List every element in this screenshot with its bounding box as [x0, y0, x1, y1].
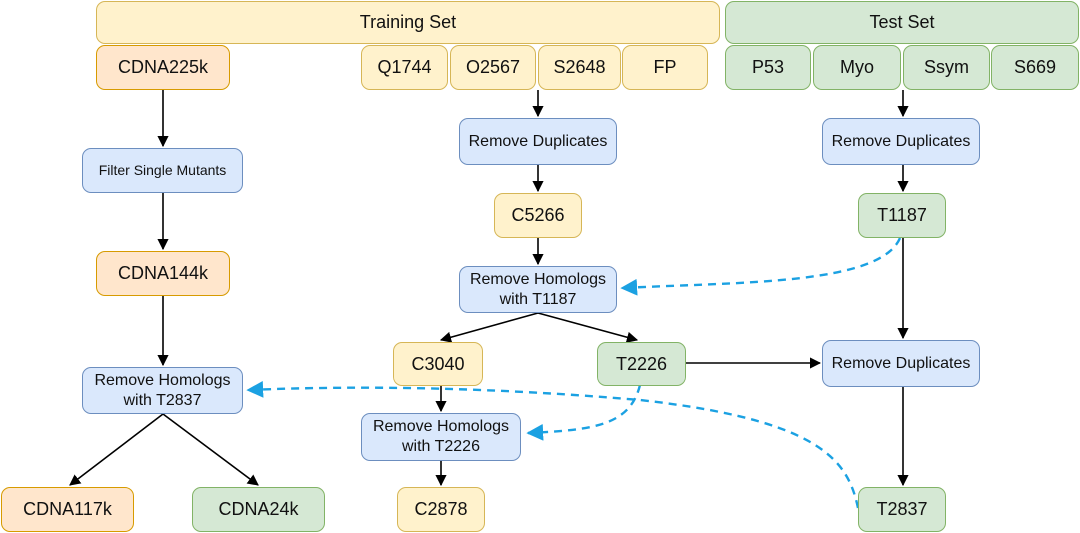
dataset-o2567: O2567	[450, 45, 536, 90]
test-set-header: Test Set	[725, 1, 1079, 44]
dataset-myo: Myo	[813, 45, 901, 90]
dataset-c2878: C2878	[397, 487, 485, 532]
step-label-line2: with T2837	[123, 391, 202, 409]
dataset-c5266: C5266	[494, 193, 582, 238]
dataset-q1744: Q1744	[361, 45, 448, 90]
edge-homologs-cdna117k	[69, 413, 164, 486]
dataset-t2226: T2226	[597, 342, 686, 386]
dataset-cdna24k: CDNA24k	[192, 487, 325, 532]
dataset-c3040: C3040	[393, 342, 483, 386]
dashed-link-t1187-homologs	[620, 237, 902, 296]
dataset-fp: FP	[622, 45, 708, 90]
dataset-s2648: S2648	[538, 45, 621, 90]
step-remove-duplicates-train: Remove Duplicates	[459, 118, 617, 165]
edge-homologs-c3040	[439, 312, 539, 343]
step-remove-homologs-t1187: Remove Homologs with T1187	[459, 266, 617, 313]
dataset-cdna144k: CDNA144k	[96, 251, 230, 296]
edge-homologs-t2226	[537, 312, 639, 343]
dataset-cdna117k: CDNA117k	[1, 487, 134, 532]
edge-homologs-cdna24k	[162, 413, 259, 486]
dataset-cdna225k: CDNA225k	[96, 45, 230, 90]
step-label-line1: Remove Homologs	[469, 270, 607, 288]
dataset-t1187: T1187	[858, 193, 946, 238]
dashed-link-t2837-homologs	[246, 380, 860, 509]
step-remove-duplicates-test: Remove Duplicates	[822, 118, 980, 165]
step-label-line2: with T1187	[499, 290, 577, 308]
dataset-t2837: T2837	[858, 487, 946, 532]
step-remove-homologs-t2226: Remove Homologs with T2226	[361, 413, 521, 461]
step-filter-single-mutants: Filter Single Mutants	[82, 148, 243, 193]
dataset-ssym: Ssym	[903, 45, 990, 90]
step-remove-duplicates-merge: Remove Duplicates	[822, 340, 980, 387]
step-label-line2: with T2226	[402, 438, 480, 455]
dataset-s669: S669	[991, 45, 1079, 90]
step-label-line1: Remove Homologs	[372, 418, 510, 435]
dataset-p53: P53	[725, 45, 811, 90]
step-label-line1: Remove Homologs	[94, 371, 231, 389]
step-remove-homologs-t2837: Remove Homologs with T2837	[82, 367, 243, 414]
training-set-header: Training Set	[96, 1, 720, 44]
